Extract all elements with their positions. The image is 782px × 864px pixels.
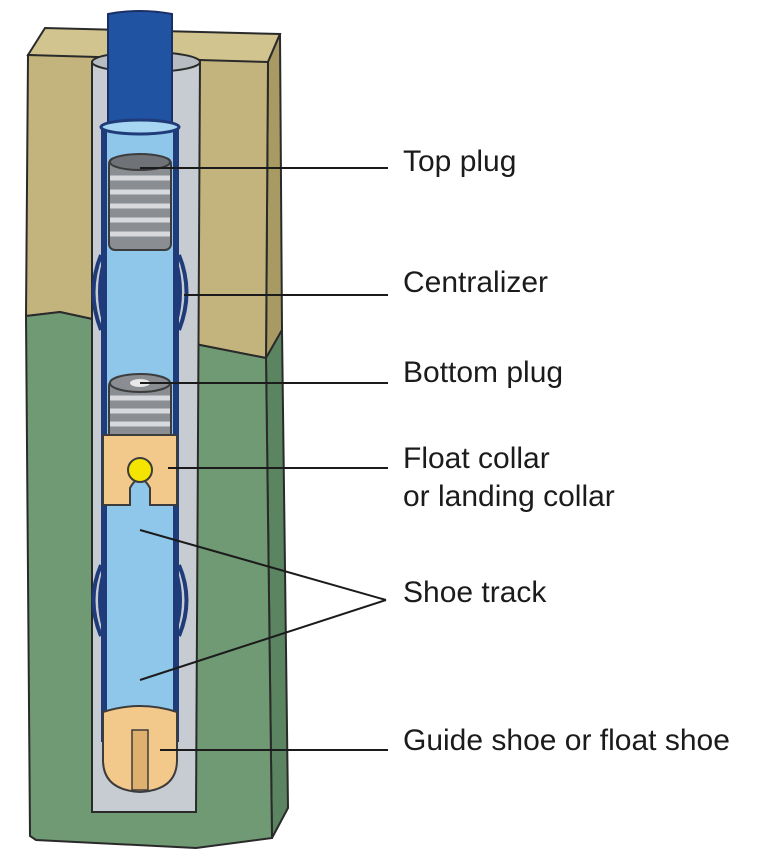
- label-bottom-plug: Bottom plug: [403, 356, 564, 389]
- centralizer-bow: [174, 571, 182, 629]
- label-top-plug: Top plug: [403, 145, 517, 178]
- guide-shoe: [102, 705, 178, 794]
- leader-line-shoe-track-lower: [139, 599, 387, 681]
- centralizer-bow: [177, 564, 189, 637]
- label-float-collar-line1: Float collar: [403, 442, 550, 475]
- label-float-collar-line2: or landing collar: [403, 480, 615, 513]
- centralizer-upper: [91, 254, 189, 331]
- shoe-channel: [131, 729, 149, 791]
- leader-line-shoe-track-upper: [139, 529, 387, 601]
- label-centralizer: Centralizer: [403, 266, 549, 299]
- casing-top-rim: [99, 118, 181, 136]
- label-guide-shoe: Guide shoe or float shoe: [403, 724, 730, 757]
- label-float-collar: Float collar or landing collar: [403, 440, 615, 516]
- centralizer-bow: [174, 261, 182, 323]
- float-collar: [102, 434, 178, 506]
- centralizer-bow: [177, 254, 189, 331]
- float-ball: [127, 457, 153, 483]
- drill-pipe-body: [107, 10, 173, 128]
- bottom-plug: [108, 373, 172, 451]
- centralizer-bow: [91, 564, 103, 637]
- plug-cap: [109, 153, 171, 171]
- centralizer-bow: [98, 261, 106, 323]
- leader-lines: [139, 167, 388, 751]
- centralizer-lower: [91, 564, 189, 637]
- label-shoe-track: Shoe track: [403, 576, 547, 609]
- top-plug: [108, 153, 172, 251]
- plug-fins: [110, 395, 170, 440]
- centralizer-bow: [98, 571, 106, 629]
- centralizer-bow: [91, 254, 103, 331]
- drill-pipe: [107, 10, 173, 128]
- plug-fins: [110, 175, 170, 237]
